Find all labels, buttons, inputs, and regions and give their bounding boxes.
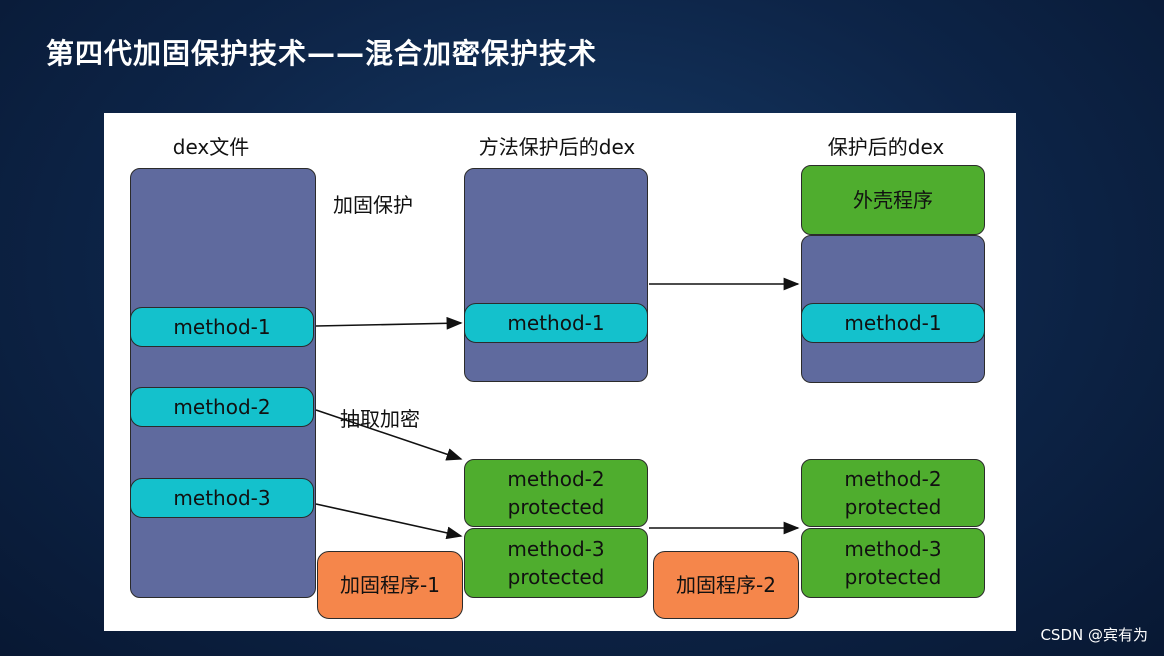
right-method-3-text: method-3 protected — [802, 535, 984, 591]
dex-file-block — [130, 168, 316, 598]
arrow-method2-to-protected — [315, 409, 463, 461]
source-method-3-label: method-3 — [173, 486, 271, 510]
middle-method-1-label: method-1 — [507, 311, 605, 335]
middle-method-3-name: method-3 — [507, 537, 605, 561]
right-method-1-label: method-1 — [844, 311, 942, 335]
source-method-2: method-2 — [130, 387, 314, 427]
arrow-method3-to-protected — [315, 503, 463, 540]
middle-method-2-status: protected — [507, 495, 605, 519]
right-method-1: method-1 — [801, 303, 985, 343]
right-method-2-protected: method-2 protected — [801, 459, 985, 527]
middle-method-3-status: protected — [507, 565, 605, 589]
label-extract-encrypt: 抽取加密 — [340, 407, 420, 431]
middle-method-2-name: method-2 — [507, 467, 605, 491]
harden-program-2-label: 加固程序-2 — [676, 573, 776, 597]
harden-program-1: 加固程序-1 — [317, 551, 463, 619]
label-harden-protect: 加固保护 — [333, 193, 413, 217]
source-method-1-label: method-1 — [173, 315, 271, 339]
arrow-method1-to-middle — [315, 316, 463, 330]
source-method-1: method-1 — [130, 307, 314, 347]
slide-title: 第四代加固保护技术——混合加密保护技术 — [46, 37, 598, 70]
right-method-2-status: protected — [844, 495, 942, 519]
diagram-panel: dex文件 方法保护后的dex 保护后的dex 加固保护 抽取加密 method… — [104, 113, 1016, 631]
middle-method-2-text: method-2 protected — [465, 465, 647, 521]
shell-program: 外壳程序 — [801, 165, 985, 235]
shell-program-label: 外壳程序 — [853, 188, 933, 212]
heading-dex-file: dex文件 — [172, 135, 250, 159]
right-method-2-text: method-2 protected — [802, 465, 984, 521]
source-method-2-label: method-2 — [173, 395, 271, 419]
harden-program-1-label: 加固程序-1 — [340, 573, 440, 597]
watermark: CSDN @宾有为 — [1040, 626, 1148, 644]
harden-program-2: 加固程序-2 — [653, 551, 799, 619]
source-method-3: method-3 — [130, 478, 314, 518]
method-protected-dex-block — [464, 168, 648, 382]
middle-method-3-text: method-3 protected — [465, 535, 647, 591]
arrows-layer — [315, 277, 800, 540]
heading-protected-dex: 保护后的dex — [827, 135, 945, 159]
right-method-2-name: method-2 — [844, 467, 942, 491]
middle-method-3-protected: method-3 protected — [464, 528, 648, 598]
right-method-3-name: method-3 — [844, 537, 942, 561]
right-method-3-status: protected — [844, 565, 942, 589]
middle-method-2-protected: method-2 protected — [464, 459, 648, 527]
right-method-3-protected: method-3 protected — [801, 528, 985, 598]
middle-method-1: method-1 — [464, 303, 648, 343]
heading-method-protected-dex: 方法保护后的dex — [478, 135, 636, 159]
